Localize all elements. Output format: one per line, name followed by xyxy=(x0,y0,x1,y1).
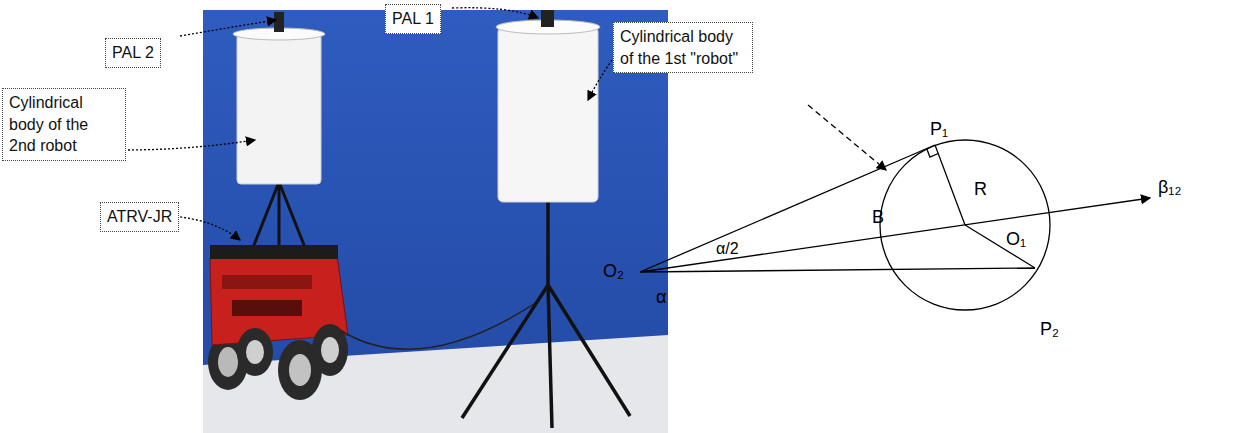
callout-text: ATRV-JR xyxy=(107,206,172,228)
callout-box: PAL 1 xyxy=(385,4,441,34)
callout-box: Cylindrical body of the 1st "robot" xyxy=(613,22,753,73)
leader-lines xyxy=(124,8,612,240)
geometry-label: B xyxy=(872,208,884,228)
callout-text: PAL 1 xyxy=(392,8,434,30)
callout-box: ATRV-JR xyxy=(100,202,179,232)
geometry-figure xyxy=(640,105,1150,310)
geometry-label: R xyxy=(974,180,987,200)
geometry-label: O₁ xyxy=(1006,230,1026,250)
geometry-label: β₁₂ xyxy=(1158,178,1181,198)
geometry-label: α xyxy=(656,288,666,308)
geometry-label: P₁ xyxy=(930,120,948,140)
callout-box: Cylindrical body of the 2nd robot xyxy=(2,88,126,161)
callout-box: PAL 2 xyxy=(105,38,161,68)
geometry-label: P₂ xyxy=(1040,320,1059,340)
callout-text: PAL 2 xyxy=(112,42,154,64)
callout-text: Cylindrical body of the 1st "robot" xyxy=(620,26,746,69)
geometry-label: O₂ xyxy=(603,262,624,282)
robot-photo xyxy=(203,10,668,433)
geometry-label: α/2 xyxy=(716,240,739,258)
callout-text: Cylindrical body of the 2nd robot xyxy=(9,92,119,157)
